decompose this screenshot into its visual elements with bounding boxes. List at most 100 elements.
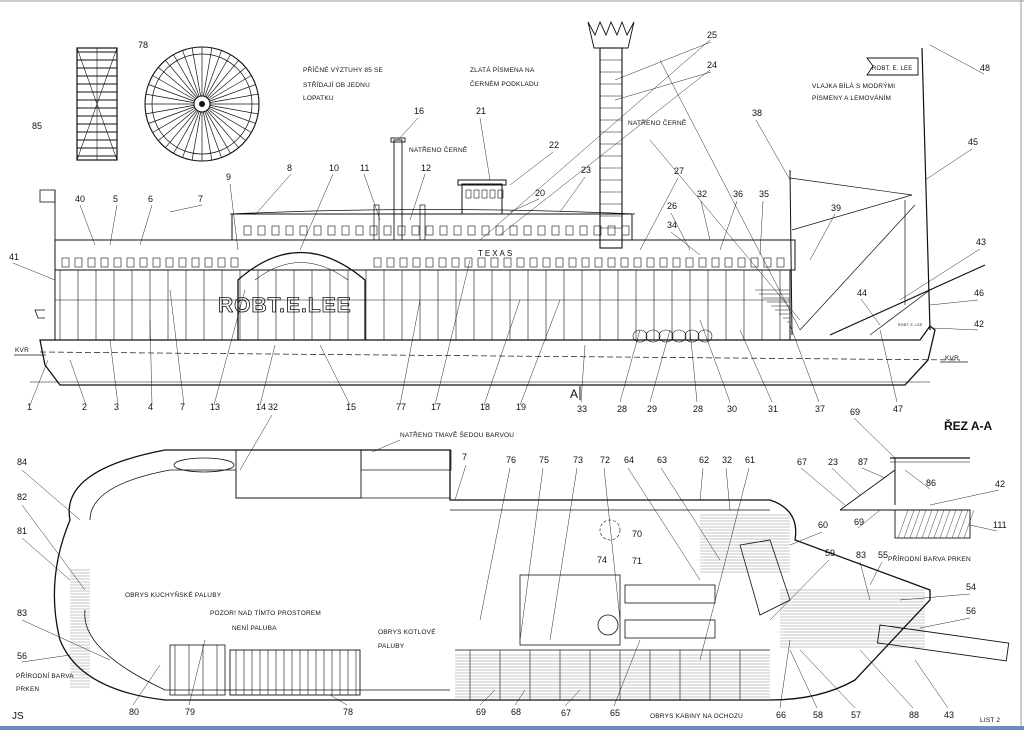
note-painted-black-2: NATŘENO ČERNĚ: [628, 118, 687, 127]
part-label: 20: [535, 188, 545, 198]
part-label: 61: [745, 455, 755, 465]
svg-text:PRKEN: PRKEN: [16, 686, 40, 693]
part-label: 39: [831, 203, 841, 213]
part-label: 22: [549, 140, 559, 150]
part-label: 87: [858, 457, 868, 467]
part-label: 34: [667, 220, 677, 230]
plan-labels: 84 82 81 83 56 80 79 78 69 68 67 65 66 5…: [17, 402, 976, 720]
svg-text:PŘÍČNÉ VÝZTUHY 85 SE: PŘÍČNÉ VÝZTUHY 85 SE: [303, 65, 384, 74]
part-label: 17: [431, 402, 441, 412]
part-label: 67: [561, 708, 571, 718]
svg-text:POZOR! NAD TÍMTO PROSTOREM: POZOR! NAD TÍMTO PROSTOREM: [210, 608, 321, 617]
part-label: 69: [850, 407, 860, 417]
part-label: 48: [980, 63, 990, 73]
part-label: 11: [360, 163, 369, 173]
part-label: 36: [733, 189, 743, 199]
part-label: 28: [617, 404, 627, 414]
part-label: 3: [114, 402, 119, 412]
part-label: 33: [577, 404, 587, 414]
note-gold-letters: ZLATÁ PÍSMENA NA ČERNÉM PODKLADU: [470, 65, 539, 88]
part-label: 78: [138, 40, 148, 50]
part-label: 41: [9, 252, 19, 262]
part-label: 21: [476, 106, 486, 116]
deck-plan: [21, 414, 1010, 709]
part-label: 8: [287, 163, 292, 173]
part-label: 25: [707, 30, 717, 40]
part-label: 6: [148, 194, 153, 204]
section-a-a: [800, 417, 1000, 539]
part-label: 55: [878, 550, 888, 560]
part-label: 37: [815, 404, 825, 414]
steamboat-side-elevation: [12, 20, 986, 406]
section-title: ŘEZ A-A: [944, 418, 993, 433]
part-label: 9: [226, 172, 231, 182]
part-label: 12: [421, 163, 431, 173]
svg-text:OBRYS KOTLOVÉ: OBRYS KOTLOVÉ: [378, 627, 436, 636]
window-bottom-bar: [0, 726, 1024, 730]
part-label: 46: [974, 288, 984, 298]
note-no-deck: POZOR! NAD TÍMTO PROSTOREM NENÍ PALUBA: [210, 608, 321, 632]
part-label: 43: [944, 710, 954, 720]
part-label: 60: [818, 520, 828, 530]
detail-labels: 78 85: [32, 40, 148, 131]
part-label: 83: [856, 550, 866, 560]
part-label: 56: [17, 651, 27, 661]
part-label: 85: [32, 121, 42, 131]
part-label: 42: [974, 319, 984, 329]
part-label: 71: [632, 556, 642, 566]
svg-text:LOPATKU: LOPATKU: [303, 95, 334, 102]
part-label: 47: [893, 404, 903, 414]
part-label: 75: [539, 455, 549, 465]
part-label: 56: [966, 606, 976, 616]
svg-text:STŘÍDAJÍ OB JEDNU: STŘÍDAJÍ OB JEDNU: [303, 80, 370, 89]
part-label: 70: [632, 529, 642, 539]
part-label: 42: [995, 479, 1005, 489]
part-label: 7: [198, 194, 203, 204]
part-label: 14: [256, 402, 266, 412]
part-label: 23: [828, 457, 838, 467]
part-label: 83: [17, 608, 27, 618]
part-label: 63: [657, 455, 667, 465]
part-label: 54: [966, 582, 976, 592]
part-label: 16: [414, 106, 424, 116]
elevation-top-labels: 40 5 6 7 9 8 10 11 12 16 21 22 20 23 27 …: [75, 30, 990, 329]
part-label: 24: [707, 60, 717, 70]
waterline-label-right: KVR: [945, 355, 959, 362]
author-initials: JS: [12, 711, 24, 722]
part-label: 79: [185, 707, 195, 717]
note-kitchen-deck: OBRYS KUCHYŇSKÉ PALUBY: [125, 590, 222, 599]
part-label: 59: [825, 548, 835, 558]
svg-text:PŘÍRODNÍ BARVA: PŘÍRODNÍ BARVA: [16, 671, 74, 680]
svg-text:NENÍ PALUBA: NENÍ PALUBA: [232, 623, 277, 632]
part-label: 69: [476, 707, 486, 717]
part-label: 1: [27, 402, 32, 412]
part-label: 10: [329, 163, 339, 173]
part-label: 4: [148, 402, 153, 412]
hull-name: ROBT.E.LEE: [218, 294, 352, 317]
part-label: 111: [993, 520, 1007, 530]
part-label: 5: [113, 194, 118, 204]
part-label: 15: [346, 402, 356, 412]
part-label: 74: [597, 555, 607, 565]
note-plank-color-right: PŘÍRODNÍ BARVA PRKEN: [888, 554, 971, 563]
part-label: 67: [797, 457, 807, 467]
paddle-wheel-front-view: [144, 46, 260, 162]
part-label: 38: [752, 108, 762, 118]
small-hull-text: ROBT. E. LEE: [898, 323, 923, 327]
part-label: 26: [667, 201, 677, 211]
waterline-label-left: KVR: [15, 347, 29, 354]
part-label: 43: [976, 237, 986, 247]
svg-text:PALUBY: PALUBY: [378, 643, 405, 650]
part-label: 40: [75, 194, 85, 204]
part-label: 78: [343, 707, 353, 717]
note-painted-black-1: NATŘENO ČERNĚ: [409, 145, 468, 154]
part-label: 7: [180, 402, 185, 412]
part-label: 30: [727, 404, 737, 414]
part-label: 44: [857, 288, 867, 298]
smokestack: [587, 20, 635, 249]
note-cross-braces: PŘÍČNÉ VÝZTUHY 85 SE STŘÍDAJÍ OB JEDNU L…: [303, 65, 384, 102]
sheet-number: LIST 2: [980, 717, 1000, 724]
part-label: 45: [968, 137, 978, 147]
svg-text:PÍSMENY A LEMOVÁNÍM: PÍSMENY A LEMOVÁNÍM: [812, 93, 891, 102]
